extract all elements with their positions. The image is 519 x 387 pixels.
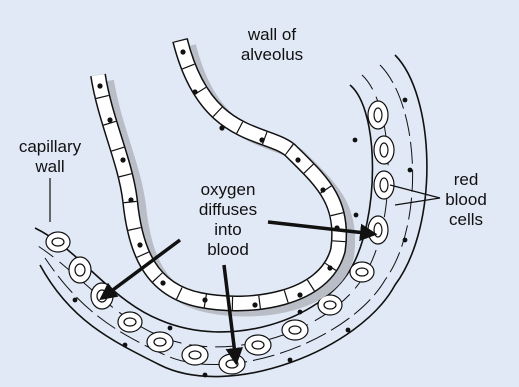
red-blood-cell: [219, 354, 245, 374]
red-blood-cell: [46, 232, 70, 252]
label-oxygen-line3: into: [214, 220, 241, 239]
label-capillary-wall-line1: capillary: [19, 137, 82, 156]
label-oxygen-line4: blood: [207, 240, 249, 259]
red-blood-cell: [350, 262, 374, 282]
red-blood-cell: [245, 335, 271, 355]
label-red-blood-cells-line1: red: [454, 170, 479, 189]
label-wall-of-alveolus-line1: wall of: [247, 25, 296, 44]
label-oxygen-line1: oxygen: [201, 180, 256, 199]
label-red-blood-cells-line3: cells: [449, 210, 483, 229]
red-blood-cell: [147, 332, 173, 352]
label-red-blood-cells-line2: blood: [445, 190, 487, 209]
red-blood-cell: [374, 136, 394, 164]
red-blood-cell: [118, 312, 142, 332]
label-wall-of-alveolus-line2: alveolus: [241, 45, 303, 64]
label-oxygen-line2: diffuses: [199, 200, 257, 219]
label-capillary-wall-line2: wall: [34, 157, 64, 176]
red-blood-cell: [282, 320, 308, 340]
arrow-to-right-capillary: [268, 222, 374, 234]
red-blood-cell: [368, 216, 388, 244]
red-blood-cell: [182, 345, 208, 365]
red-blood-cell: [69, 257, 91, 283]
red-blood-cell: [368, 101, 388, 129]
